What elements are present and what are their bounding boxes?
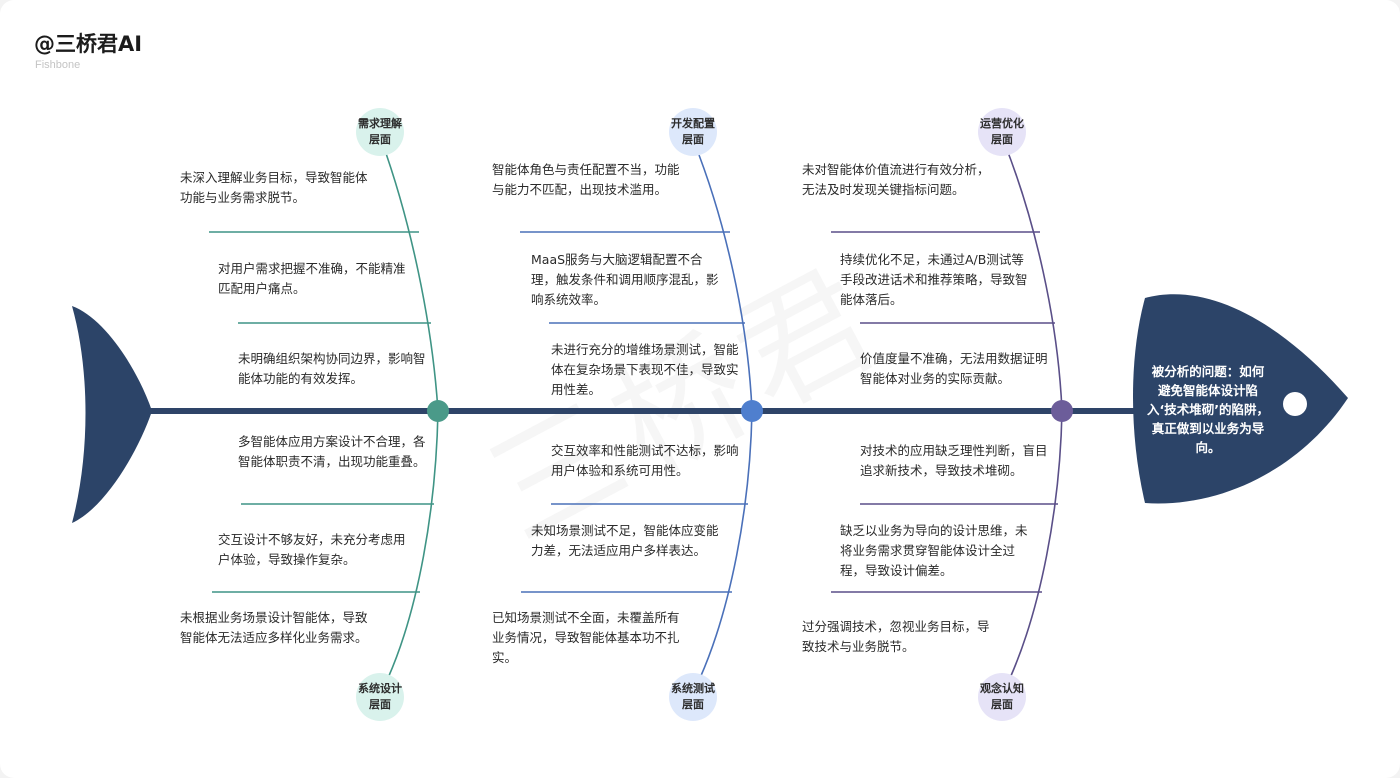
branch-2-node xyxy=(741,400,763,422)
cause-text: 过分强调技术，忽视业务目标，导致技术与业务脱节。 xyxy=(802,619,990,654)
cause-text: 未深入理解业务目标，导致智能体功能与业务需求脱节。 xyxy=(180,170,368,205)
cause-text: MaaS服务与大脑逻辑配置不合理，触发条件和调用顺序混乱，影响系统效率。 xyxy=(531,252,719,307)
page-subtitle: Fishbone xyxy=(35,59,81,71)
branch-2-bottom xyxy=(699,410,753,679)
page-title: @三桥君AI xyxy=(34,32,143,56)
cause-text: 持续优化不足，未通过A/B测试等手段改进话术和推荐策略，导致智能体落后。 xyxy=(840,252,1028,307)
category-bottom-3: 观念认知层面 xyxy=(978,673,1026,721)
cause-text: 已知场景测试不全面，未覆盖所有业务情况，导致智能体基本功不扎实。 xyxy=(492,610,680,665)
branch-3-top xyxy=(1003,141,1063,412)
branch-1-node xyxy=(427,400,449,422)
cause-text: 对技术的应用缺乏理性判断，盲目追求新技术，导致技术堆砌。 xyxy=(860,443,1048,478)
branch-3-bottom xyxy=(1009,410,1063,679)
cause-text: 交互设计不够友好，未充分考虑用户体验，导致操作复杂。 xyxy=(218,532,406,567)
fish-eye xyxy=(1283,392,1307,416)
fish-head xyxy=(1132,294,1348,504)
branch-1-bottom xyxy=(387,410,439,679)
cause-text: 智能体角色与责任配置不当，功能与能力不匹配，出现技术滥用。 xyxy=(492,162,680,197)
fish-tail xyxy=(72,306,152,523)
cause-text: 未对智能体价值流进行有效分析，无法及时发现关键指标问题。 xyxy=(802,162,990,197)
branch-3-node xyxy=(1051,400,1073,422)
cause-text: 未进行充分的增维场景测试，智能体在复杂场景下表现不佳，导致实用性差。 xyxy=(551,342,739,397)
cause-text: 交互效率和性能测试不达标，影响用户体验和系统可用性。 xyxy=(551,443,739,478)
branch-2-top xyxy=(693,141,753,412)
cause-text: 对用户需求把握不准确，不能精准匹配用户痛点。 xyxy=(218,261,406,296)
branch-1-top xyxy=(381,141,439,412)
cause-text: 缺乏以业务为导向的设计思维，未将业务需求贯穿智能体设计全过程，导致设计偏差。 xyxy=(840,523,1028,578)
category-top-1: 需求理解层面 xyxy=(356,108,404,156)
cause-text: 多智能体应用方案设计不合理，各智能体职责不清，出现功能重叠。 xyxy=(238,434,426,469)
cause-text: 未根据业务场景设计智能体，导致智能体无法适应多样化业务需求。 xyxy=(180,610,368,645)
category-bottom-1: 系统设计层面 xyxy=(356,673,404,721)
cause-text: 未明确组织架构协同边界，影响智能体功能的有效发挥。 xyxy=(238,351,426,386)
category-bottom-2: 系统测试层面 xyxy=(669,673,717,721)
problem-statement: 被分析的问题：如何避免智能体设计陷入‘技术堆砌’的陷阱，真正做到以业务为导向。 xyxy=(1147,364,1269,455)
cause-text: 价值度量不准确，无法用数据证明智能体对业务的实际贡献。 xyxy=(860,351,1048,386)
cause-text: 未知场景测试不足，智能体应变能力差，无法适应用户多样表达。 xyxy=(531,523,719,558)
category-top-3: 运营优化层面 xyxy=(978,108,1026,156)
category-top-2: 开发配置层面 xyxy=(669,108,717,156)
